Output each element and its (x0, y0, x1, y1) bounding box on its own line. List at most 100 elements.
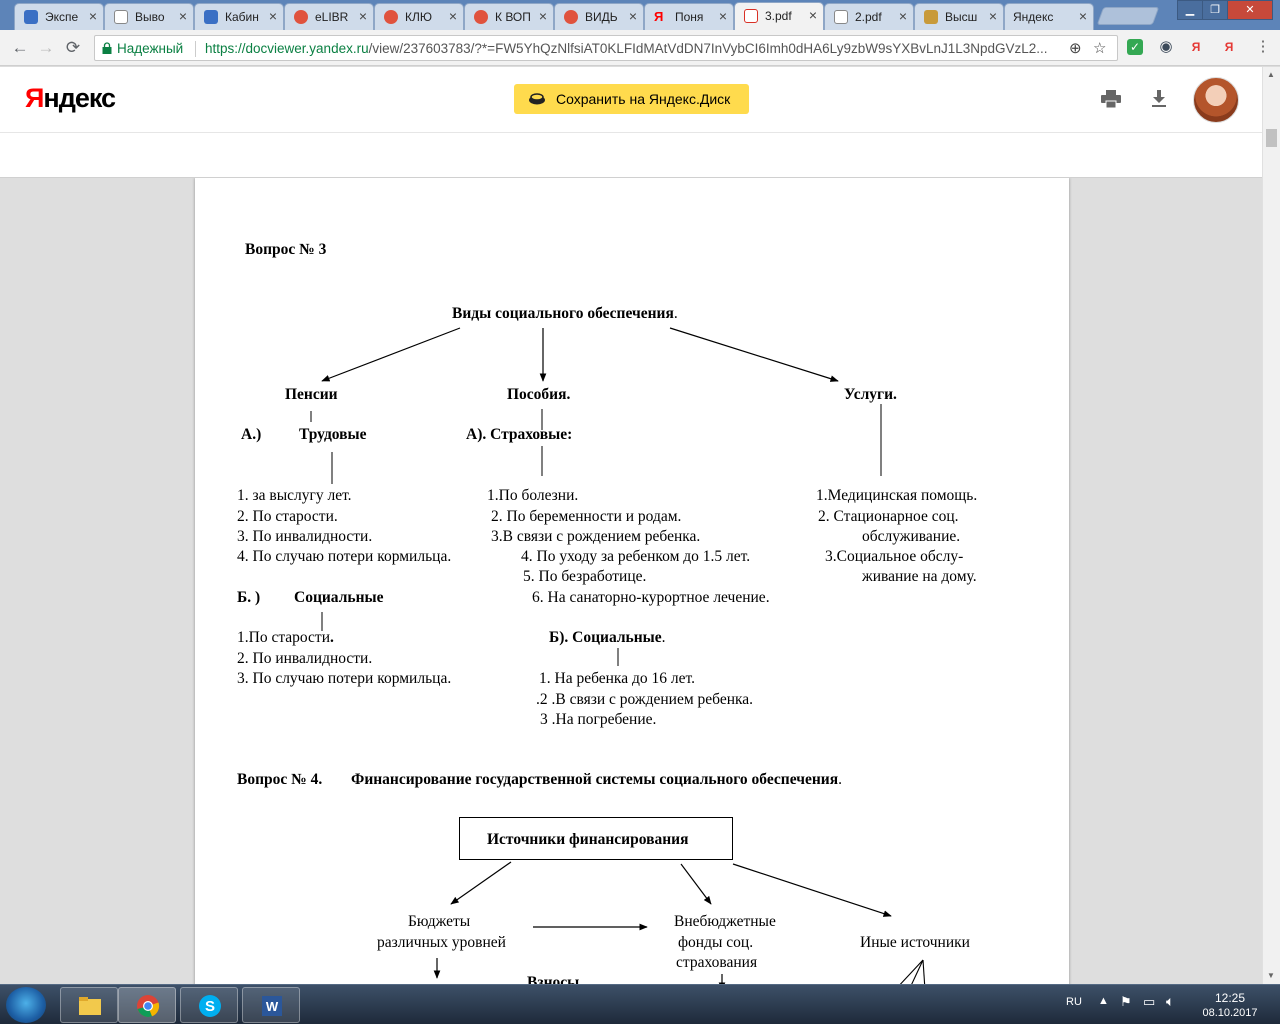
list-item: 2. По беременности и родам. (491, 508, 682, 525)
svg-text:S: S (205, 998, 215, 1015)
close-icon[interactable]: × (898, 8, 907, 24)
diagram-node-cut: Взносы (527, 974, 580, 984)
lock-icon (102, 42, 112, 54)
diagram-node: различных уровней (377, 934, 506, 951)
word-taskbar-button[interactable]: W (242, 987, 300, 1023)
document-icon (834, 10, 848, 24)
close-icon[interactable]: × (88, 8, 97, 24)
close-icon[interactable]: × (808, 7, 817, 23)
diagram-node: Иные источники (860, 934, 970, 951)
browser-tab[interactable]: eLIBR× (284, 3, 374, 30)
list-item: 3.Социальное обслу- (825, 548, 964, 565)
browser-tab[interactable]: Выво× (104, 3, 194, 30)
explorer-taskbar-button[interactable] (60, 987, 118, 1023)
close-icon[interactable]: × (628, 8, 637, 24)
scroll-up-icon[interactable]: ▲ (1267, 70, 1275, 79)
benefits-b-title: Б). Социальные. (549, 629, 666, 646)
crest-icon (924, 10, 938, 24)
list-item: 6. На санаторно-курортное лечение. (532, 589, 770, 606)
q4-heading: Финансирование государственной системы с… (351, 771, 842, 788)
save-to-disk-button[interactable]: Сохранить на Яндекс.Диск (514, 84, 749, 114)
browser-tab[interactable]: 2.pdf× (824, 3, 914, 30)
bookmark-star-icon[interactable]: ☆ (1093, 40, 1107, 57)
browser-tab[interactable]: К ВОП× (464, 3, 554, 30)
minimize-button[interactable]: ▁ (1177, 0, 1203, 20)
scroll-thumb[interactable] (1266, 129, 1277, 147)
avatar[interactable] (1193, 77, 1239, 123)
question-3-title: Вопрос № 3 (245, 241, 327, 258)
clock-time[interactable]: 12:25 (1214, 991, 1246, 1005)
save-button-label: Сохранить на Яндекс.Диск (556, 91, 731, 107)
browser-tab[interactable]: Экспе× (14, 3, 104, 30)
sources-box: Источники финансирования (459, 817, 733, 860)
print-icon[interactable] (1101, 90, 1121, 108)
url-rest: /view/237603783/?*=FW5YhQzNlfsiAT0KLFIdM… (368, 41, 1048, 56)
question-4-title: Вопрос № 4. (237, 771, 323, 788)
window-close-button[interactable]: ✕ (1227, 0, 1273, 20)
list-item: 2. По инвалидности. (237, 650, 373, 667)
list-item: 1. за выслугу лет. (237, 487, 352, 504)
browser-toolbar: ← → ⟳ Надежный https://docviewer.yandex.… (0, 30, 1280, 66)
yandex-logo[interactable]: Яндекс (25, 83, 116, 113)
menu-dots-icon[interactable]: ⋮ (1255, 38, 1271, 55)
folder-icon (79, 997, 101, 1015)
close-icon[interactable]: × (178, 8, 187, 24)
close-icon[interactable]: × (988, 8, 997, 24)
close-icon[interactable]: × (448, 8, 457, 24)
browser-tab[interactable]: КЛЮ× (374, 3, 464, 30)
taskbar: S W RU ▲ ⚑ ▭ 🔈︎ 12:25 08.10.2017 (0, 984, 1280, 1024)
clock-date[interactable]: 08.10.2017 (1202, 1007, 1258, 1019)
browser-tab[interactable]: Высш× (914, 3, 1004, 30)
download-icon[interactable] (1151, 90, 1167, 108)
browser-tab[interactable]: Яндекс× (1004, 3, 1094, 30)
document-viewer[interactable]: Вопрос № 3 Виды социального обеспечения.… (0, 178, 1262, 984)
start-button[interactable] (6, 987, 46, 1023)
restore-button[interactable]: ❐ (1202, 0, 1228, 20)
browser-tab[interactable]: Кабин× (194, 3, 284, 30)
word-icon: W (262, 996, 282, 1016)
address-bar[interactable]: Надежный https://docviewer.yandex.ru/vie… (94, 35, 1118, 61)
list-item: 3. По инвалидности. (237, 528, 373, 545)
yandex-bar-extension-icon[interactable]: Я (1224, 40, 1234, 54)
zoom-icon[interactable]: ⊕ (1069, 40, 1082, 57)
docviewer-header: Яндекс Сохранить на Яндекс.Диск (0, 67, 1262, 133)
close-icon[interactable]: × (268, 8, 277, 24)
tab-favicon-icon (204, 10, 218, 24)
chrome-taskbar-button[interactable] (118, 987, 176, 1023)
network-icon[interactable]: ▭ (1143, 994, 1156, 1009)
skype-taskbar-button[interactable]: S (180, 987, 238, 1023)
forward-arrow-icon[interactable]: → (37, 38, 55, 57)
benefits-a-title: А). Страховые: (466, 426, 573, 443)
flag-icon[interactable]: ⚑ (1120, 994, 1132, 1009)
benefits-title: Пособия. (507, 386, 571, 403)
show-hidden-icons-icon[interactable]: ▲ (1098, 995, 1109, 1007)
close-icon[interactable]: × (358, 8, 367, 24)
tab-favicon-icon (114, 10, 128, 24)
pensions-b-title: Социальные (294, 589, 384, 606)
browser-tab[interactable]: ВИДЬ× (554, 3, 644, 30)
language-indicator[interactable]: RU (1066, 996, 1082, 1008)
shield-extension-icon[interactable]: ✓ (1127, 39, 1143, 55)
close-icon[interactable]: × (718, 8, 727, 24)
list-item: 3.В связи с рождением ребенка. (491, 528, 701, 545)
q3-heading: Виды социального обеспечения. (452, 305, 678, 322)
eye-extension-icon[interactable]: ◉ (1159, 38, 1173, 55)
scroll-down-icon[interactable]: ▼ (1267, 971, 1275, 980)
new-tab-button[interactable] (1096, 7, 1160, 25)
document-toolbar (0, 133, 1262, 178)
close-icon[interactable]: × (538, 8, 547, 24)
services-title: Услуги. (844, 386, 897, 403)
close-icon[interactable]: × (1078, 8, 1087, 24)
volume-icon[interactable]: 🔈︎ (1166, 993, 1175, 1009)
url-text[interactable]: https://docviewer.yandex.ru/view/2376037… (205, 41, 1065, 56)
back-arrow-icon[interactable]: ← (11, 38, 29, 57)
browser-tab-active[interactable]: 3.pdf× (734, 2, 824, 30)
list-item: 1.По старости. (237, 629, 334, 646)
yandex-extension-icon[interactable]: Я (1191, 40, 1201, 54)
tab-favicon-icon (474, 10, 488, 24)
reload-icon[interactable]: ⟳ (65, 38, 81, 57)
list-item: 1.По болезни. (487, 487, 579, 504)
scrollbar[interactable]: ▲ ▼ (1262, 67, 1280, 984)
diagram-node: Бюджеты (408, 913, 471, 930)
